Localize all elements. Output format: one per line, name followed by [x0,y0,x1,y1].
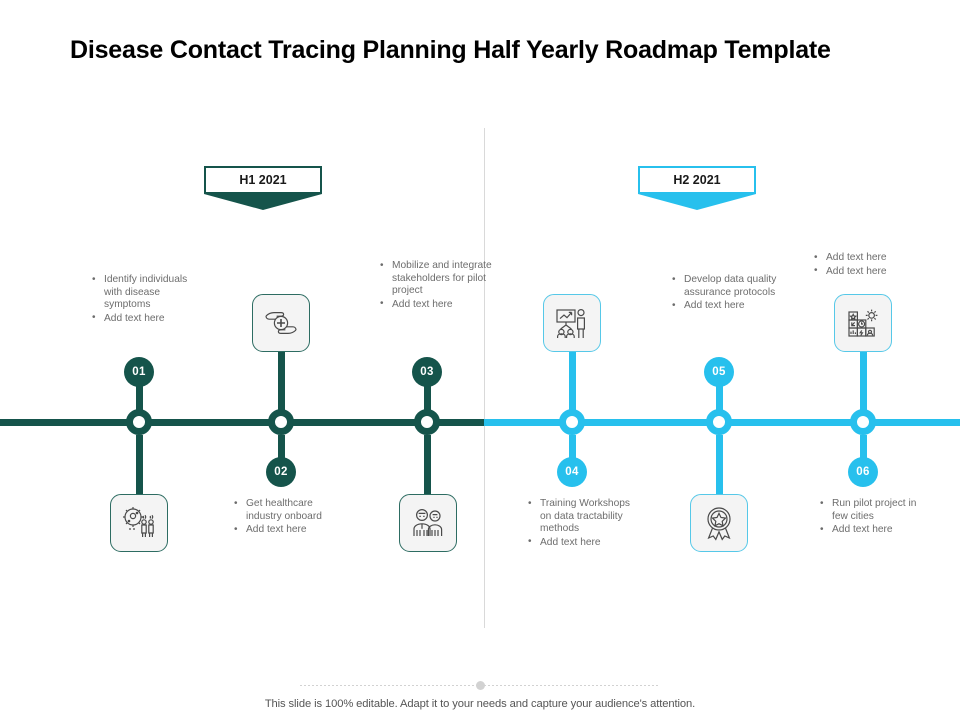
app-grid-gear-icon [848,309,878,337]
stem-02-upper [278,352,285,419]
bullet: Get healthcare industry onboard [232,497,348,523]
bullet: Add text here [812,265,942,279]
milestone-badge-04[interactable]: 04 [557,457,587,487]
half-banner-h2-label: H2 2021 [638,166,756,194]
milestone-text-03: Mobilize and integrate stakeholders for … [378,260,494,312]
bullet: Add text here [378,298,494,312]
icon-box-02[interactable] [252,294,310,352]
icon-box-05[interactable] [690,494,748,552]
node-03 [414,409,440,435]
bullet: Add text here [818,524,934,537]
bullet: Add text here [90,312,206,326]
bullet: Run pilot project in few cities [818,497,934,523]
node-05 [706,409,732,435]
half-banner-h2-tail [638,194,756,210]
stem-01 [136,385,143,419]
two-people-icon [413,508,443,536]
milestone-text-05: Develop data quality assurance protocols… [670,273,786,314]
icon-box-04[interactable] [543,294,601,352]
stem-06-upper [860,352,867,419]
node-04 [559,409,585,435]
page-title: Disease Contact Tracing Planning Half Ye… [70,36,831,64]
timeline-rail-h1 [0,419,484,426]
bullet: Develop data quality assurance protocols [670,273,786,299]
icon-box-03[interactable] [399,494,457,552]
milestone-badge-06[interactable]: 06 [848,457,878,487]
hands-medical-cross-icon [265,312,297,334]
bullet: Add text here [526,536,642,550]
half-banner-h2: H2 2021 [638,166,756,210]
bullet: Add text here [812,252,942,265]
milestone-badge-05[interactable]: 05 [704,357,734,387]
stem-03-lower [424,435,431,495]
bullet: Mobilize and integrate stakeholders for … [378,260,494,298]
node-01 [126,409,152,435]
footer-note: This slide is 100% editable. Adapt it to… [264,698,696,710]
footer-dot [475,681,485,690]
node-06 [850,409,876,435]
stem-03 [424,385,431,419]
bullet: Training Workshops on data tractability … [526,498,642,536]
milestone-badge-02[interactable]: 02 [266,457,296,487]
milestone-badge-01[interactable]: 01 [124,357,154,387]
milestone-badge-03[interactable]: 03 [412,357,442,387]
award-ribbon-icon [707,507,731,541]
top-right-note: Add text here Add text here [812,252,942,279]
half-banner-h1-label: H1 2021 [204,166,322,194]
icon-box-06[interactable] [834,294,892,352]
bullet: Identify individuals with disease sympto… [90,274,206,312]
stem-04 [569,435,576,460]
stem-04-upper [569,352,576,419]
bullet: Add text here [232,524,348,537]
milestone-text-04: Training Workshops on data tractability … [526,498,642,550]
footer-divider [300,681,660,690]
milestone-text-01: Identify individuals with disease sympto… [90,274,206,326]
stem-01-lower [136,435,143,495]
milestone-text-02: Get healthcare industry onboard Add text… [232,497,348,538]
icon-box-01[interactable] [110,494,168,552]
stem-02 [278,435,285,460]
virus-people-icon [123,507,154,537]
stem-06 [860,435,867,460]
half-banner-h1: H1 2021 [204,166,322,210]
stem-05 [716,385,723,419]
half-banner-h1-tail [204,194,322,210]
bullet: Add text here [670,300,786,313]
half-divider [484,128,485,628]
milestone-text-06: Run pilot project in few cities Add text… [818,497,934,538]
node-02 [268,409,294,435]
training-presentation-icon [556,308,585,338]
stem-05-lower [716,435,723,495]
